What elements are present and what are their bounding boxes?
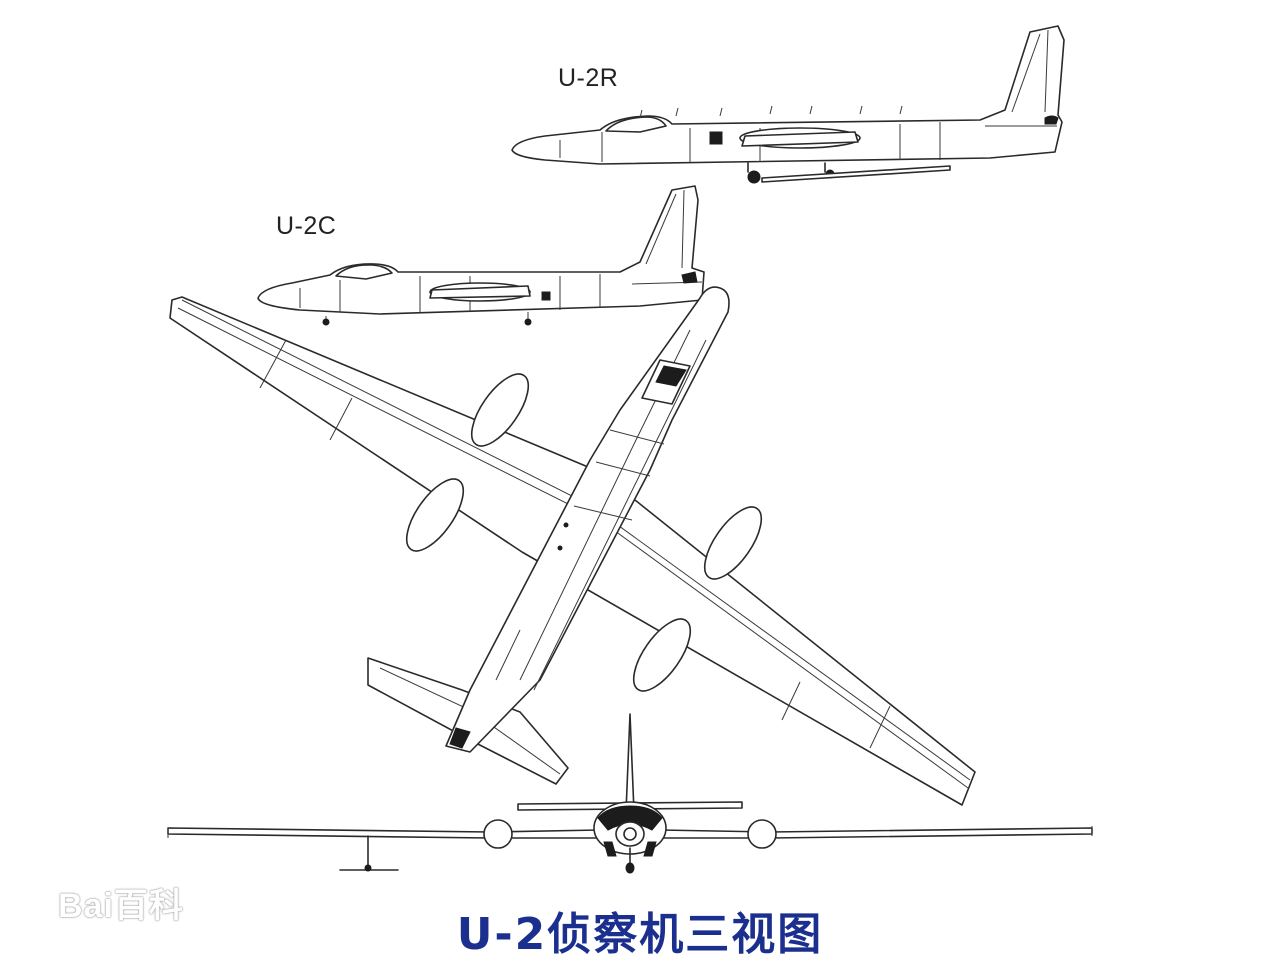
baike-watermark: Bai百科 — [58, 887, 184, 925]
diagram-caption: U-2侦察机三视图 — [456, 909, 824, 960]
u2r-label: U-2R — [558, 64, 619, 92]
u2-top-view — [169, 286, 976, 806]
u2-front-view — [167, 713, 1093, 874]
u2c-label: U-2C — [276, 212, 337, 240]
u2c-side-view — [257, 185, 705, 326]
u2r-side-view — [511, 25, 1065, 184]
